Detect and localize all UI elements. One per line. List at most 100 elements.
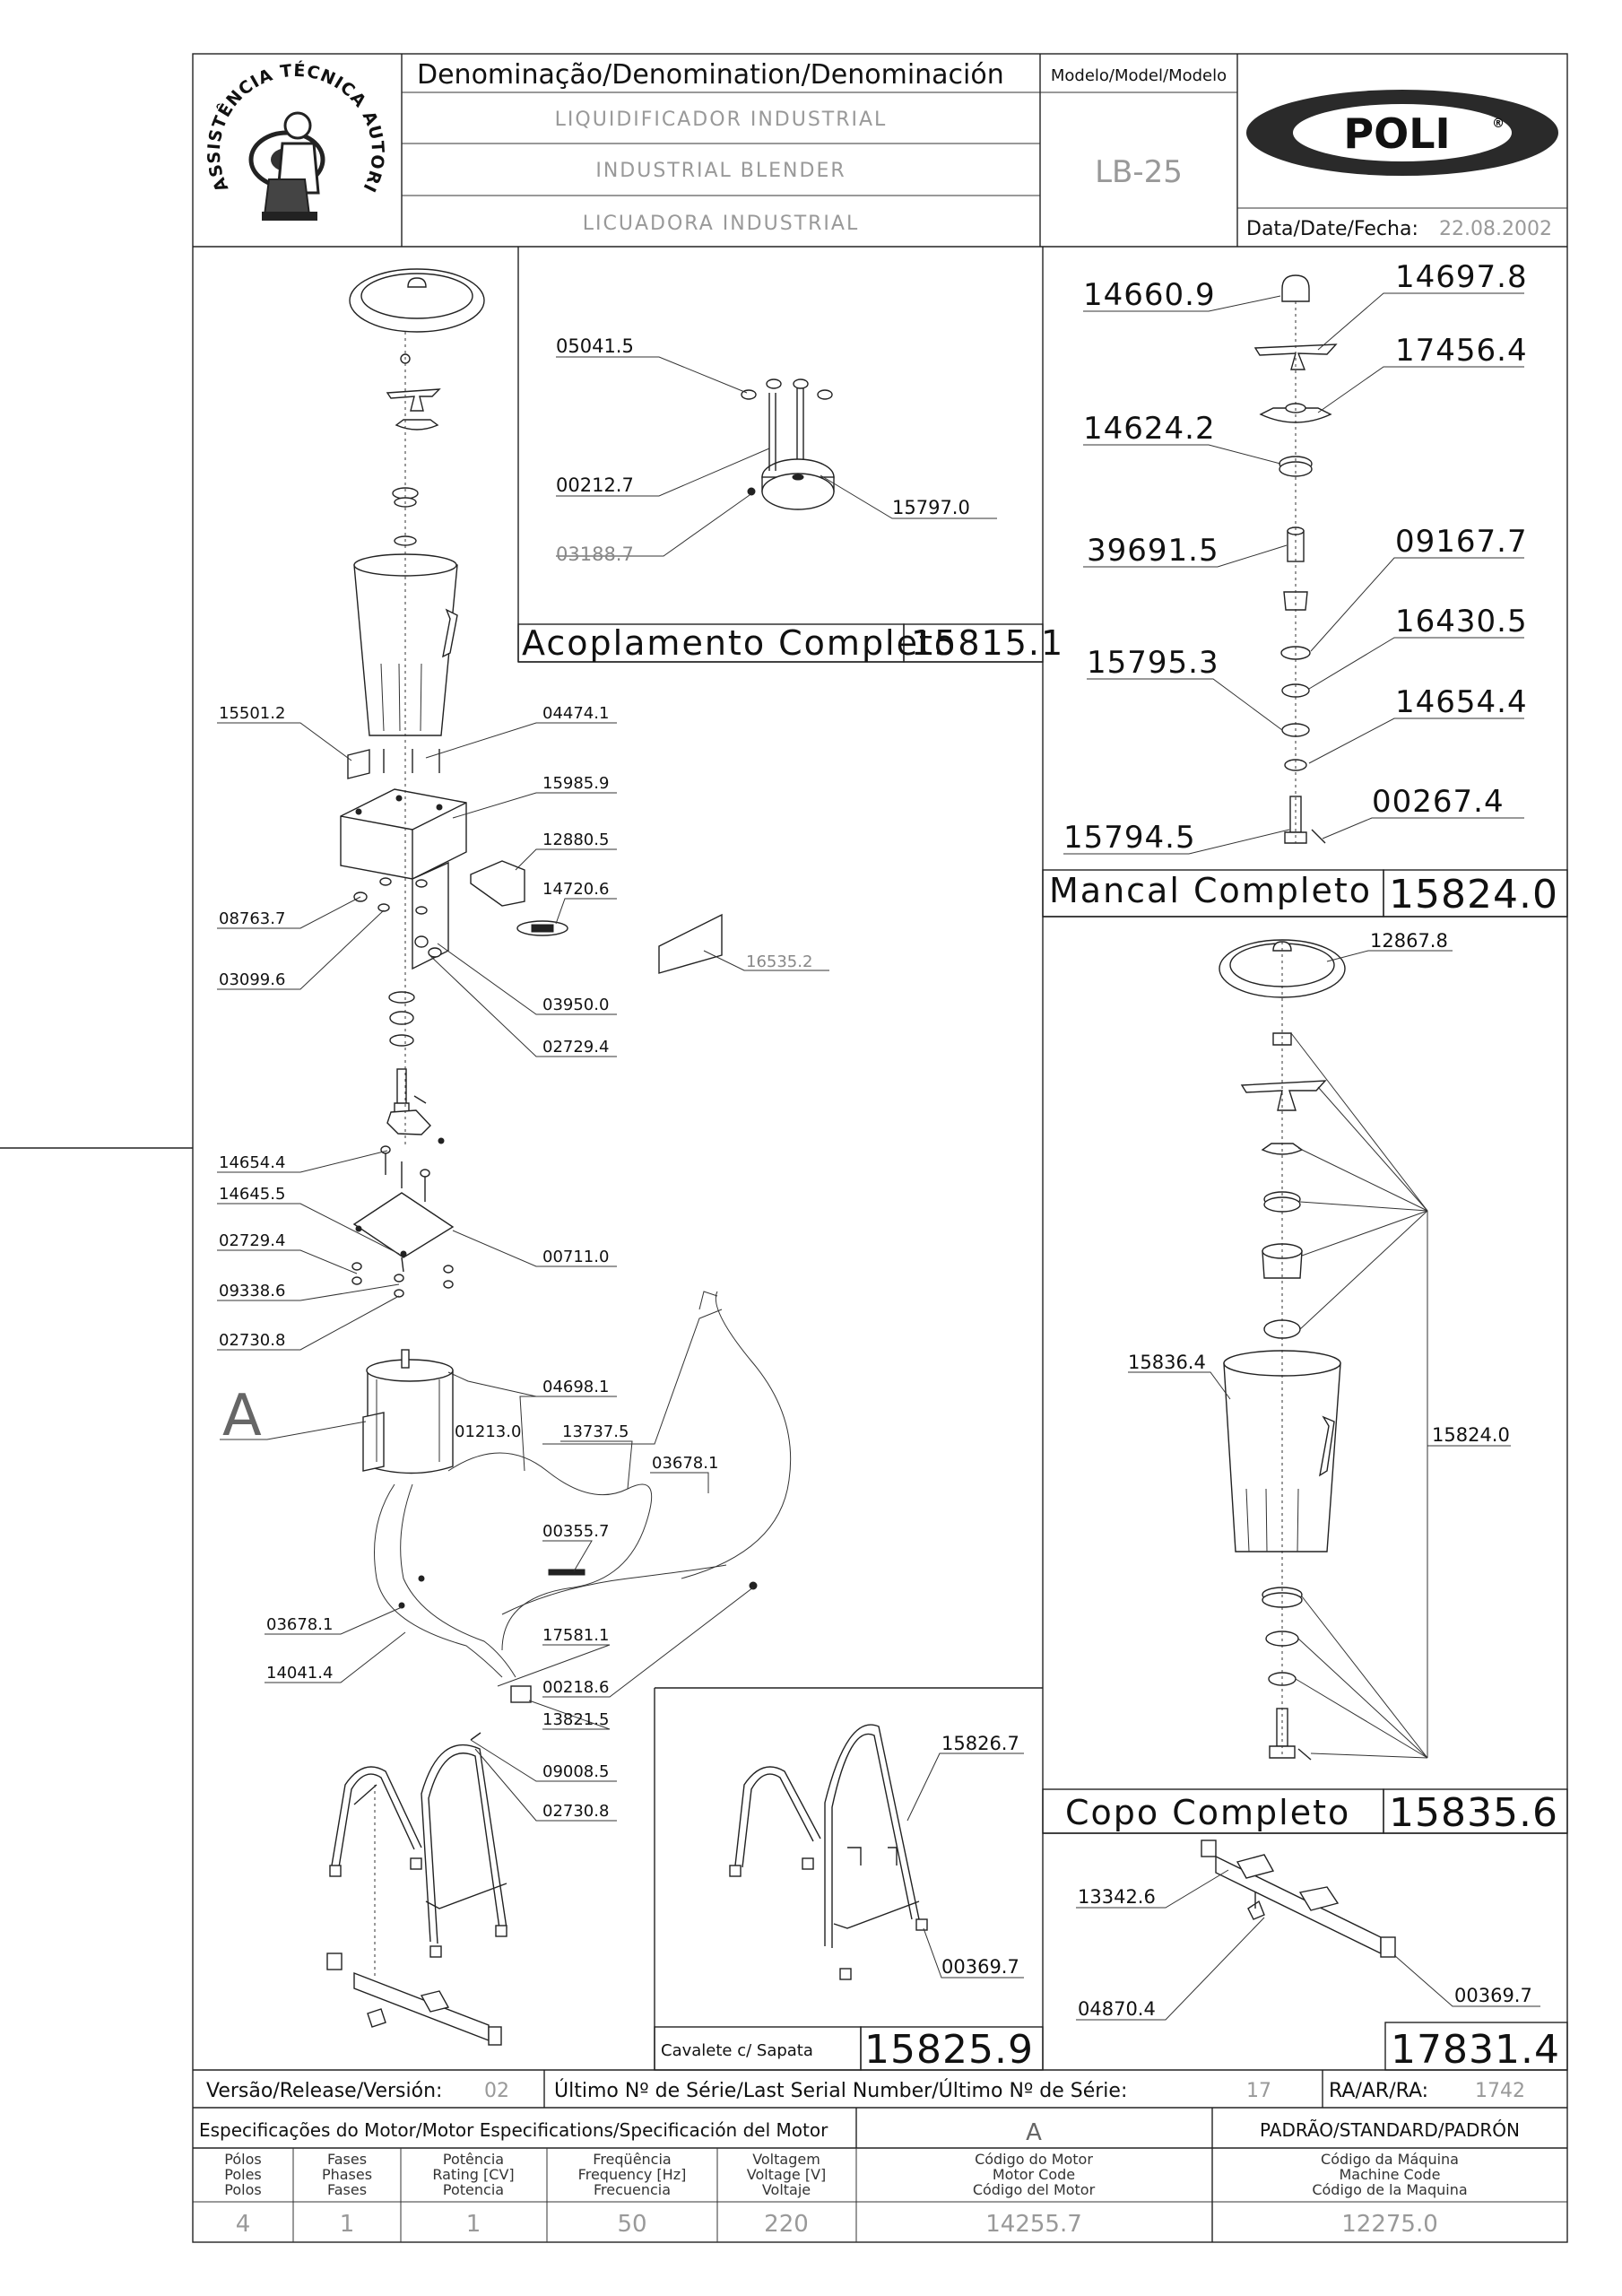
part-label: 04698.1	[542, 1378, 609, 1396]
svg-text:®: ®	[1492, 117, 1505, 131]
part-label: 00212.7	[556, 474, 634, 496]
bearing-drawing	[1253, 274, 1338, 844]
part-label: 09167.7	[1395, 524, 1528, 560]
voltage-value: 220	[764, 2211, 809, 2238]
frame-callouts	[1076, 1869, 1540, 2021]
part-label: 03678.1	[266, 1615, 333, 1634]
part-label: 14654.4	[219, 1153, 285, 1172]
svg-text:Voltagem: Voltagem	[752, 2151, 820, 2168]
part-label: 13737.5	[562, 1422, 629, 1441]
assembly-name: Copo Completo	[1065, 1793, 1350, 1832]
part-label: 14624.2	[1083, 411, 1216, 447]
part-label: 16535.2	[746, 952, 812, 971]
part-label: 03099.6	[219, 970, 285, 989]
part-label: 15795.3	[1087, 645, 1219, 681]
svg-text:Voltaje: Voltaje	[762, 2181, 811, 2198]
part-label: 01213.0	[455, 1422, 521, 1441]
spec-values: 4 1 1 50 220 14255.7 12275.0	[236, 2211, 1438, 2238]
motor-spec-label: Especificações do Motor/Motor Especifica…	[199, 2119, 828, 2141]
part-label: 13342.6	[1078, 1886, 1156, 1908]
part-label: 02730.8	[542, 1802, 609, 1821]
part-label: 04870.4	[1078, 1998, 1156, 2020]
coupling-callouts	[556, 356, 997, 557]
assembly-name: Cavalete c/ Sapata	[661, 2041, 813, 2060]
svg-text:Rating [CV]: Rating [CV]	[432, 2166, 514, 2183]
svg-text:Motor Code: Motor Code	[993, 2166, 1075, 2183]
part-label: 17581.1	[542, 1626, 609, 1645]
part-label: 14654.4	[1395, 684, 1528, 720]
part-label: 15794.5	[1063, 820, 1196, 856]
main-exploded-drawing	[326, 268, 792, 2046]
svg-text:Frecuencia: Frecuencia	[594, 2181, 671, 2198]
part-label: 17456.4	[1395, 333, 1528, 369]
main-callouts	[217, 722, 829, 1822]
date-label: Data/Date/Fecha:	[1246, 218, 1418, 240]
part-label: 05041.5	[556, 335, 634, 357]
phases-value: 1	[340, 2211, 355, 2238]
sheet-frame	[0, 53, 1568, 2243]
coupling-drawing	[741, 378, 835, 510]
part-label: 03188.7	[556, 544, 634, 565]
part-label: 13821.5	[542, 1710, 609, 1729]
serial-value: 17	[1246, 2080, 1271, 2102]
stand-drawing	[729, 1724, 928, 1980]
stand-callouts	[906, 1752, 1024, 1979]
part-label: 15797.0	[892, 497, 970, 518]
model-label: Modelo/Model/Modelo	[1051, 66, 1227, 85]
part-label: 00218.6	[542, 1678, 609, 1697]
svg-text:Poles: Poles	[224, 2166, 262, 2183]
part-label: 14720.6	[542, 880, 609, 899]
ra-label: RA/AR/RA:	[1329, 2080, 1428, 2102]
date-value: 22.08.2002	[1439, 218, 1552, 240]
svg-text:Freqüência: Freqüência	[593, 2151, 671, 2168]
part-label: 08763.7	[219, 909, 285, 928]
rating-value: 1	[466, 2211, 481, 2238]
ra-value: 1742	[1475, 2080, 1525, 2102]
version-label: Versão/Release/Versión:	[206, 2080, 442, 2102]
svg-text:Potência: Potência	[443, 2151, 504, 2168]
svg-text:Voltage [V]: Voltage [V]	[747, 2166, 827, 2183]
part-label: 14645.5	[219, 1185, 285, 1204]
assembly-name: Mancal Completo	[1049, 871, 1372, 910]
assembly-code: 15824.0	[1389, 872, 1558, 918]
svg-text:Fases: Fases	[327, 2151, 367, 2168]
machine-code-value: 12275.0	[1341, 2211, 1438, 2238]
spec-column-headers: Pólos Poles Polos Fases Phases Fases Pot…	[224, 2151, 1467, 2198]
assembly-code: 15835.6	[1389, 1790, 1558, 1836]
motor-spec-letter: A	[1026, 2119, 1042, 2146]
part-label: 02730.8	[219, 1331, 285, 1350]
part-label: 12867.8	[1370, 930, 1448, 952]
part-label: 15836.4	[1128, 1352, 1206, 1373]
svg-text:Frequency [Hz]: Frequency [Hz]	[578, 2166, 687, 2183]
part-label: 00267.4	[1372, 784, 1505, 820]
bearing-callouts	[1063, 292, 1524, 855]
assembly-code: 15825.9	[864, 2027, 1034, 2073]
cup-callouts	[1128, 950, 1511, 1447]
frame-drawing	[1201, 1839, 1396, 1958]
svg-text:Phases: Phases	[322, 2166, 372, 2183]
svg-text:Código do Motor: Código do Motor	[975, 2151, 1093, 2168]
svg-text:Código de la Maquina: Código de la Maquina	[1312, 2181, 1467, 2198]
svg-text:Machine Code: Machine Code	[1339, 2166, 1440, 2183]
part-label: 00369.7	[1454, 1985, 1532, 2006]
poles-value: 4	[236, 2211, 251, 2238]
part-label: 03678.1	[652, 1454, 718, 1473]
part-label: 00711.0	[542, 1248, 609, 1266]
part-label: 14660.9	[1083, 277, 1216, 313]
part-label: 39691.5	[1087, 533, 1219, 569]
part-label: 15824.0	[1432, 1424, 1510, 1446]
part-label: 15985.9	[542, 774, 609, 793]
part-label: 03950.0	[542, 996, 609, 1014]
model-value: LB-25	[1095, 154, 1183, 190]
part-label: 02729.4	[219, 1231, 285, 1250]
assembly-name: Acoplamento Completo	[522, 623, 957, 663]
part-label: 09008.5	[542, 1762, 609, 1781]
poli-logo: POLI ®	[1246, 90, 1558, 176]
name-en: INDUSTRIAL BLENDER	[595, 160, 846, 182]
part-label: 02729.4	[542, 1038, 609, 1057]
part-label: 09338.6	[219, 1282, 285, 1300]
part-label: 15501.2	[219, 704, 285, 723]
part-label: 14697.8	[1395, 259, 1528, 295]
cup-drawing	[1219, 939, 1428, 1761]
